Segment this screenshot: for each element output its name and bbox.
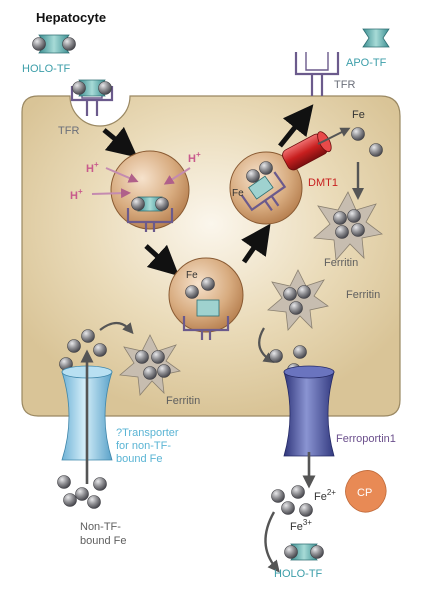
- proton-arrow-3: [91, 188, 131, 199]
- apo-tf-icon: [362, 28, 390, 48]
- ferritin-left: [119, 334, 181, 396]
- fe2-label: Fe2+: [314, 488, 336, 503]
- transporter-label-1: ?Transporter: [116, 427, 179, 439]
- ferroportin-channel: [283, 365, 335, 457]
- holo-tf-bottom-icon: [284, 543, 324, 561]
- proton-label-3: H+: [70, 187, 83, 202]
- endocytosis-arrow: [102, 126, 138, 158]
- transporter-label-2: for non-TF-: [116, 440, 171, 452]
- holo-tf-bound-icon: [72, 79, 112, 97]
- endosome-iron-release: [168, 257, 244, 340]
- mobilization-arrow: [258, 327, 275, 364]
- proton-arrow-2: [163, 167, 191, 185]
- holo-tf-label-top: HOLO-TF: [22, 63, 71, 75]
- oxidation-arrow: [264, 511, 280, 573]
- tfr-receptor-right: [294, 52, 340, 96]
- dmt1-label: DMT1: [308, 177, 338, 189]
- apo-tf-label: APO-TF: [346, 57, 387, 69]
- tfr-label-left: TFR: [58, 125, 79, 137]
- cp-label: CP: [357, 487, 372, 499]
- recycling-arrow-to-membrane: [278, 104, 314, 148]
- svg-text:H+: H+: [86, 160, 99, 175]
- proton-arrow-1: [105, 167, 139, 183]
- proton-label-1: H+: [86, 160, 99, 175]
- uptake-to-storage-arrow: [99, 321, 134, 335]
- ferritin-middle-right: [267, 269, 329, 331]
- fe-label-exit: Fe: [352, 109, 365, 121]
- non-tf-label-1: Non-TF-: [80, 521, 121, 533]
- fe3-label: Fe3+: [290, 518, 312, 533]
- diagram-title: Hepatocyte: [36, 10, 106, 25]
- ferritin-label-3: Ferritin: [166, 395, 200, 407]
- tfr-label-right: TFR: [334, 79, 355, 91]
- svg-text:Fe3+: Fe3+: [290, 518, 312, 533]
- ferritin-label-1: Ferritin: [324, 257, 358, 269]
- endosome-dmt1: [229, 151, 303, 225]
- endosome-transition-arrow: [144, 244, 180, 277]
- ferroportin-label: Ferroportin1: [336, 433, 396, 445]
- fe-label-endosome-2: Fe: [186, 270, 198, 281]
- svg-text:Fe2+: Fe2+: [314, 488, 336, 503]
- holo-tf-icon: [32, 34, 76, 54]
- non-tf-label-2: bound Fe: [80, 535, 126, 547]
- endosome-acidifying: [110, 150, 190, 232]
- dmt1-efflux-arrow: [317, 127, 351, 145]
- svg-text:H+: H+: [70, 187, 83, 202]
- transporter-label-3: bound Fe: [116, 453, 162, 465]
- proton-label-2: H+: [188, 150, 201, 165]
- recycling-arrow-up: [241, 223, 271, 264]
- holo-tf-label-bottom: HOLO-TF: [274, 568, 323, 580]
- ferritin-label-2: Ferritin: [346, 289, 380, 301]
- fe-label-endosome-3: Fe: [232, 188, 244, 199]
- ferritin-upper-right: [313, 191, 383, 261]
- svg-text:H+: H+: [188, 150, 201, 165]
- ceruloplasmin-blob: [345, 470, 387, 513]
